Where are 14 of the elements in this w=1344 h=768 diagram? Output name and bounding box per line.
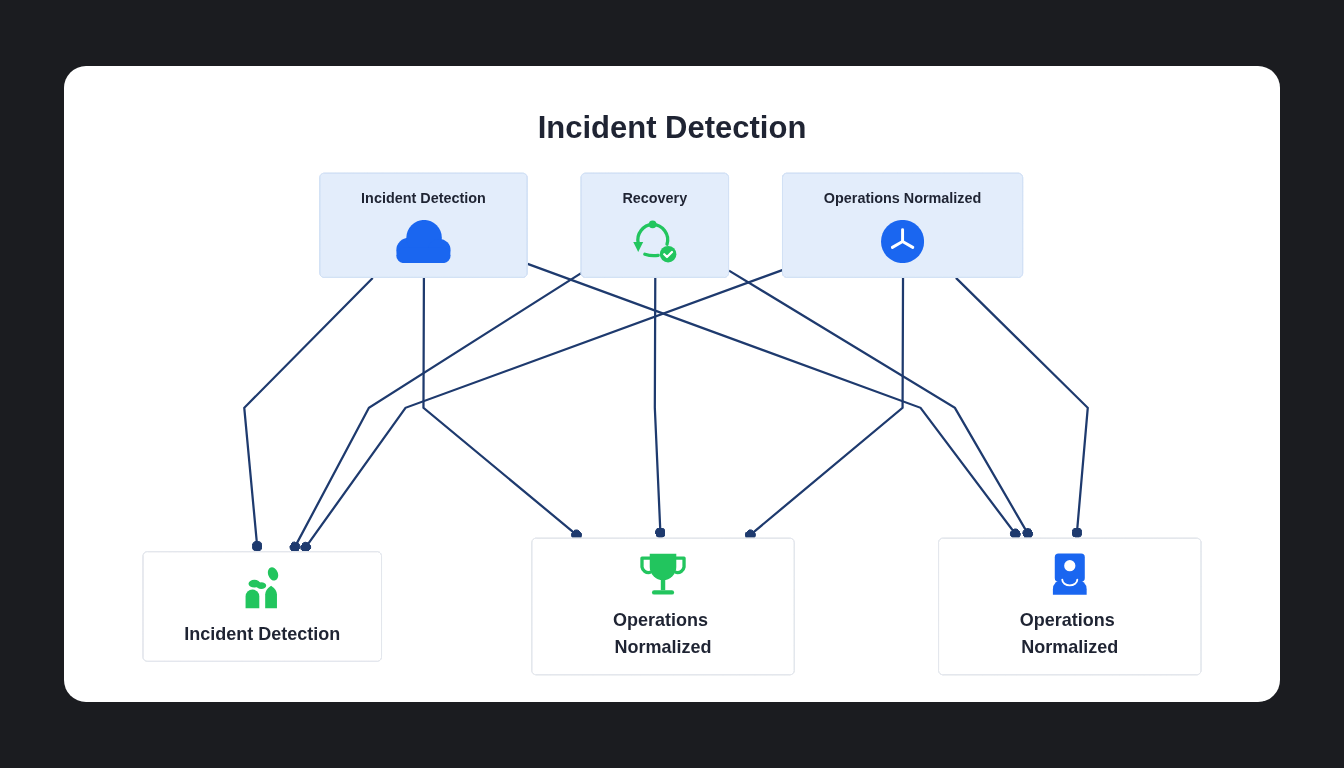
connector (300, 268, 784, 553)
connector (653, 277, 666, 539)
node-label: Incident Detection (184, 622, 341, 646)
connector (728, 269, 1034, 540)
diagram-title: Incident Detection (536, 110, 808, 146)
node-label: Incident Detection (361, 189, 486, 208)
node-label: Operations Normalized (1018, 609, 1120, 659)
connector (955, 277, 1089, 539)
node-label: Operations Normalized (823, 189, 982, 208)
connector (289, 271, 583, 553)
node-label: Recovery (622, 189, 688, 208)
connector (243, 277, 374, 553)
node-label: Operations Normalized (612, 609, 713, 659)
connector (527, 262, 1021, 540)
